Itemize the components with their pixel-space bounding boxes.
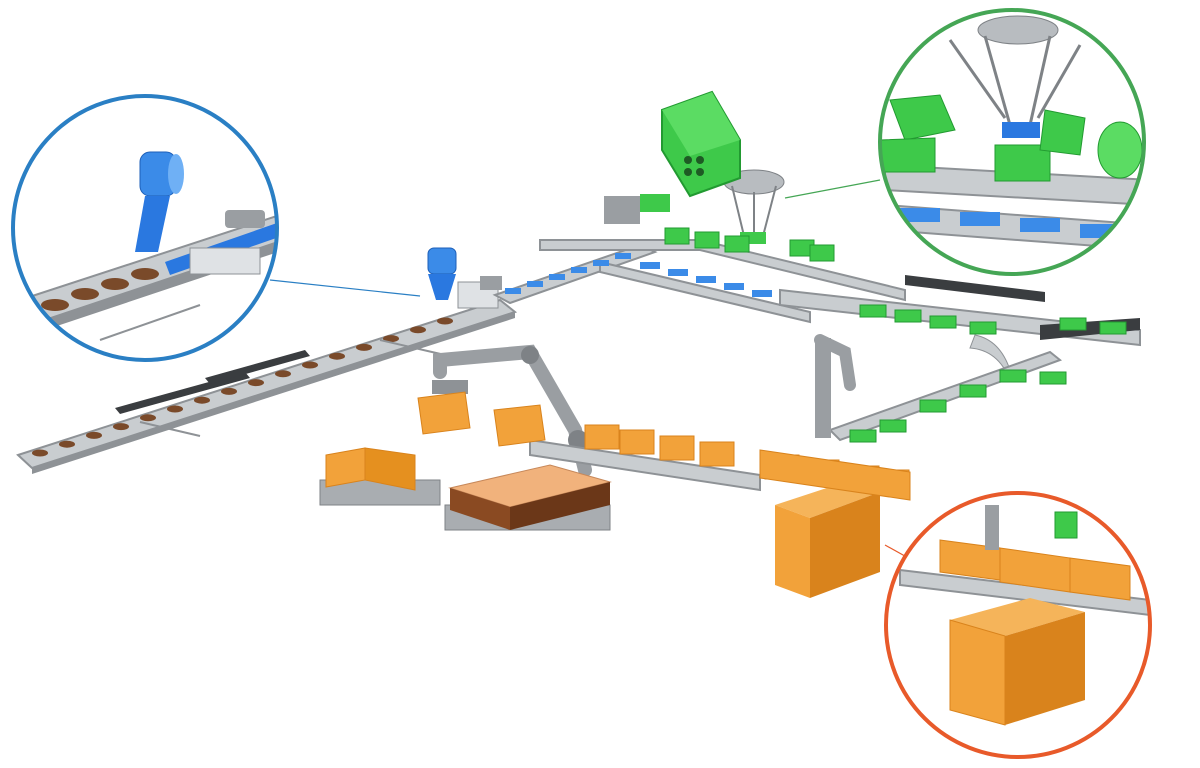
case-conveyor-loop xyxy=(664,227,1141,443)
flow-wrapper xyxy=(427,247,502,309)
cookie xyxy=(383,335,399,343)
green-case xyxy=(999,369,1027,383)
green-case xyxy=(894,309,922,323)
green-case xyxy=(929,315,957,329)
flow-pack xyxy=(752,290,772,297)
green-case xyxy=(969,321,997,335)
cookie xyxy=(59,440,75,448)
cookie xyxy=(302,361,318,369)
zoom-detail-case-packing xyxy=(884,491,1152,759)
flow-pack xyxy=(527,281,543,287)
green-case xyxy=(879,419,907,433)
green-case xyxy=(724,235,750,253)
cookie xyxy=(248,379,264,387)
cookie xyxy=(140,414,156,422)
flow-pack xyxy=(505,288,521,294)
flow-pack xyxy=(549,274,565,280)
cookie xyxy=(356,343,372,351)
flow-pack xyxy=(640,262,660,269)
carton-magazine xyxy=(604,90,741,224)
cookie xyxy=(329,352,345,360)
flow-pack xyxy=(571,267,587,273)
cookie xyxy=(437,317,453,325)
cookie xyxy=(167,405,183,413)
green-case xyxy=(849,429,877,443)
green-case xyxy=(694,231,720,249)
orange-carton xyxy=(584,424,620,450)
zoom-detail-delta-robot xyxy=(784,8,1146,276)
green-case xyxy=(1099,321,1127,335)
cookie-products xyxy=(32,317,453,457)
zoom-detail-flow-wrapping xyxy=(11,94,421,362)
flow-pack xyxy=(593,260,609,266)
cookie xyxy=(32,449,48,457)
green-case xyxy=(664,227,690,245)
orange-carton xyxy=(699,441,735,467)
green-case xyxy=(1059,317,1087,331)
flow-pack xyxy=(668,269,688,276)
green-case xyxy=(919,399,947,413)
flow-pack xyxy=(724,283,744,290)
green-case xyxy=(809,244,835,262)
cookie xyxy=(86,431,102,439)
flow-pack xyxy=(696,276,716,283)
green-case xyxy=(859,304,887,318)
green-case xyxy=(959,384,987,398)
cookie xyxy=(275,370,291,378)
cookie xyxy=(410,326,426,334)
flow-pack xyxy=(615,253,631,259)
green-case xyxy=(1039,371,1067,385)
pallet-station xyxy=(319,391,612,531)
case-packer xyxy=(759,449,911,598)
cookie xyxy=(194,396,210,404)
palletizing-robot xyxy=(432,334,856,477)
orange-carton xyxy=(659,435,695,461)
green-cases xyxy=(664,227,1127,443)
cookie xyxy=(221,387,237,395)
orange-carton xyxy=(619,429,655,455)
infeed-conveyor xyxy=(16,298,518,474)
cookie xyxy=(113,423,129,431)
